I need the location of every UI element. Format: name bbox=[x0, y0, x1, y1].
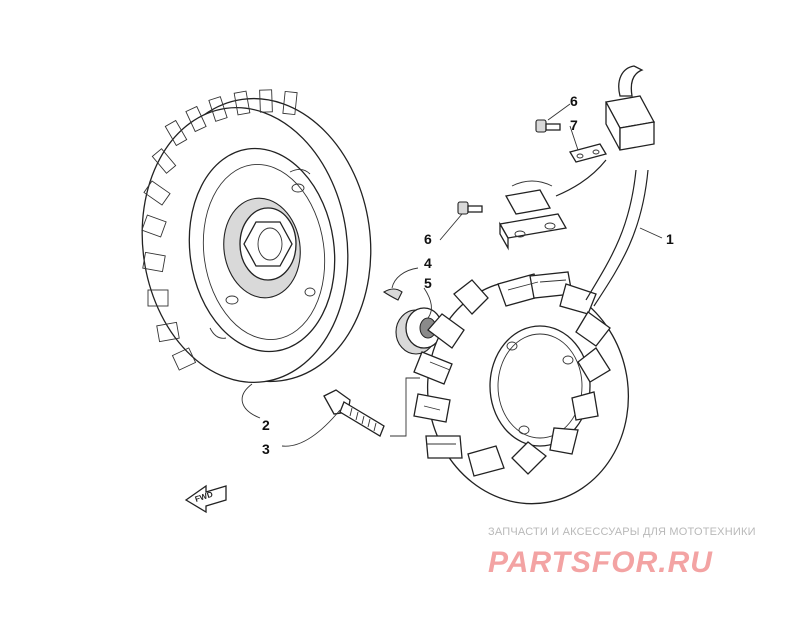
woodruff-key bbox=[382, 288, 403, 301]
watermark-logo-text: PARTSFOR.RU bbox=[488, 546, 713, 579]
screw-middle bbox=[457, 201, 483, 215]
callout-5: 5 bbox=[424, 275, 432, 291]
watermark-subtitle: ЗАПЧАСТИ И АКСЕССУАРЫ ДЛЯ МОТОТЕХНИКИ bbox=[488, 526, 756, 538]
fwd-arrow: FWD bbox=[184, 484, 227, 514]
wire-harness bbox=[555, 65, 655, 307]
pickup-sensor bbox=[498, 180, 568, 251]
bolt bbox=[323, 389, 385, 437]
watermark-logo: PARTSFOR.RU bbox=[488, 546, 713, 579]
callout-3: 3 bbox=[262, 441, 270, 457]
leader-lines bbox=[241, 103, 663, 447]
flywheel bbox=[141, 89, 372, 384]
callout-6-lower: 6 bbox=[424, 231, 432, 247]
screw-top bbox=[535, 119, 561, 133]
callout-2: 2 bbox=[262, 417, 270, 433]
spacer bbox=[395, 307, 443, 355]
callout-6-upper: 6 bbox=[570, 93, 578, 109]
callout-4: 4 bbox=[424, 255, 432, 271]
callout-7: 7 bbox=[570, 117, 578, 133]
callout-1: 1 bbox=[666, 231, 674, 247]
stator bbox=[413, 271, 630, 505]
retainer-plate bbox=[568, 143, 608, 163]
